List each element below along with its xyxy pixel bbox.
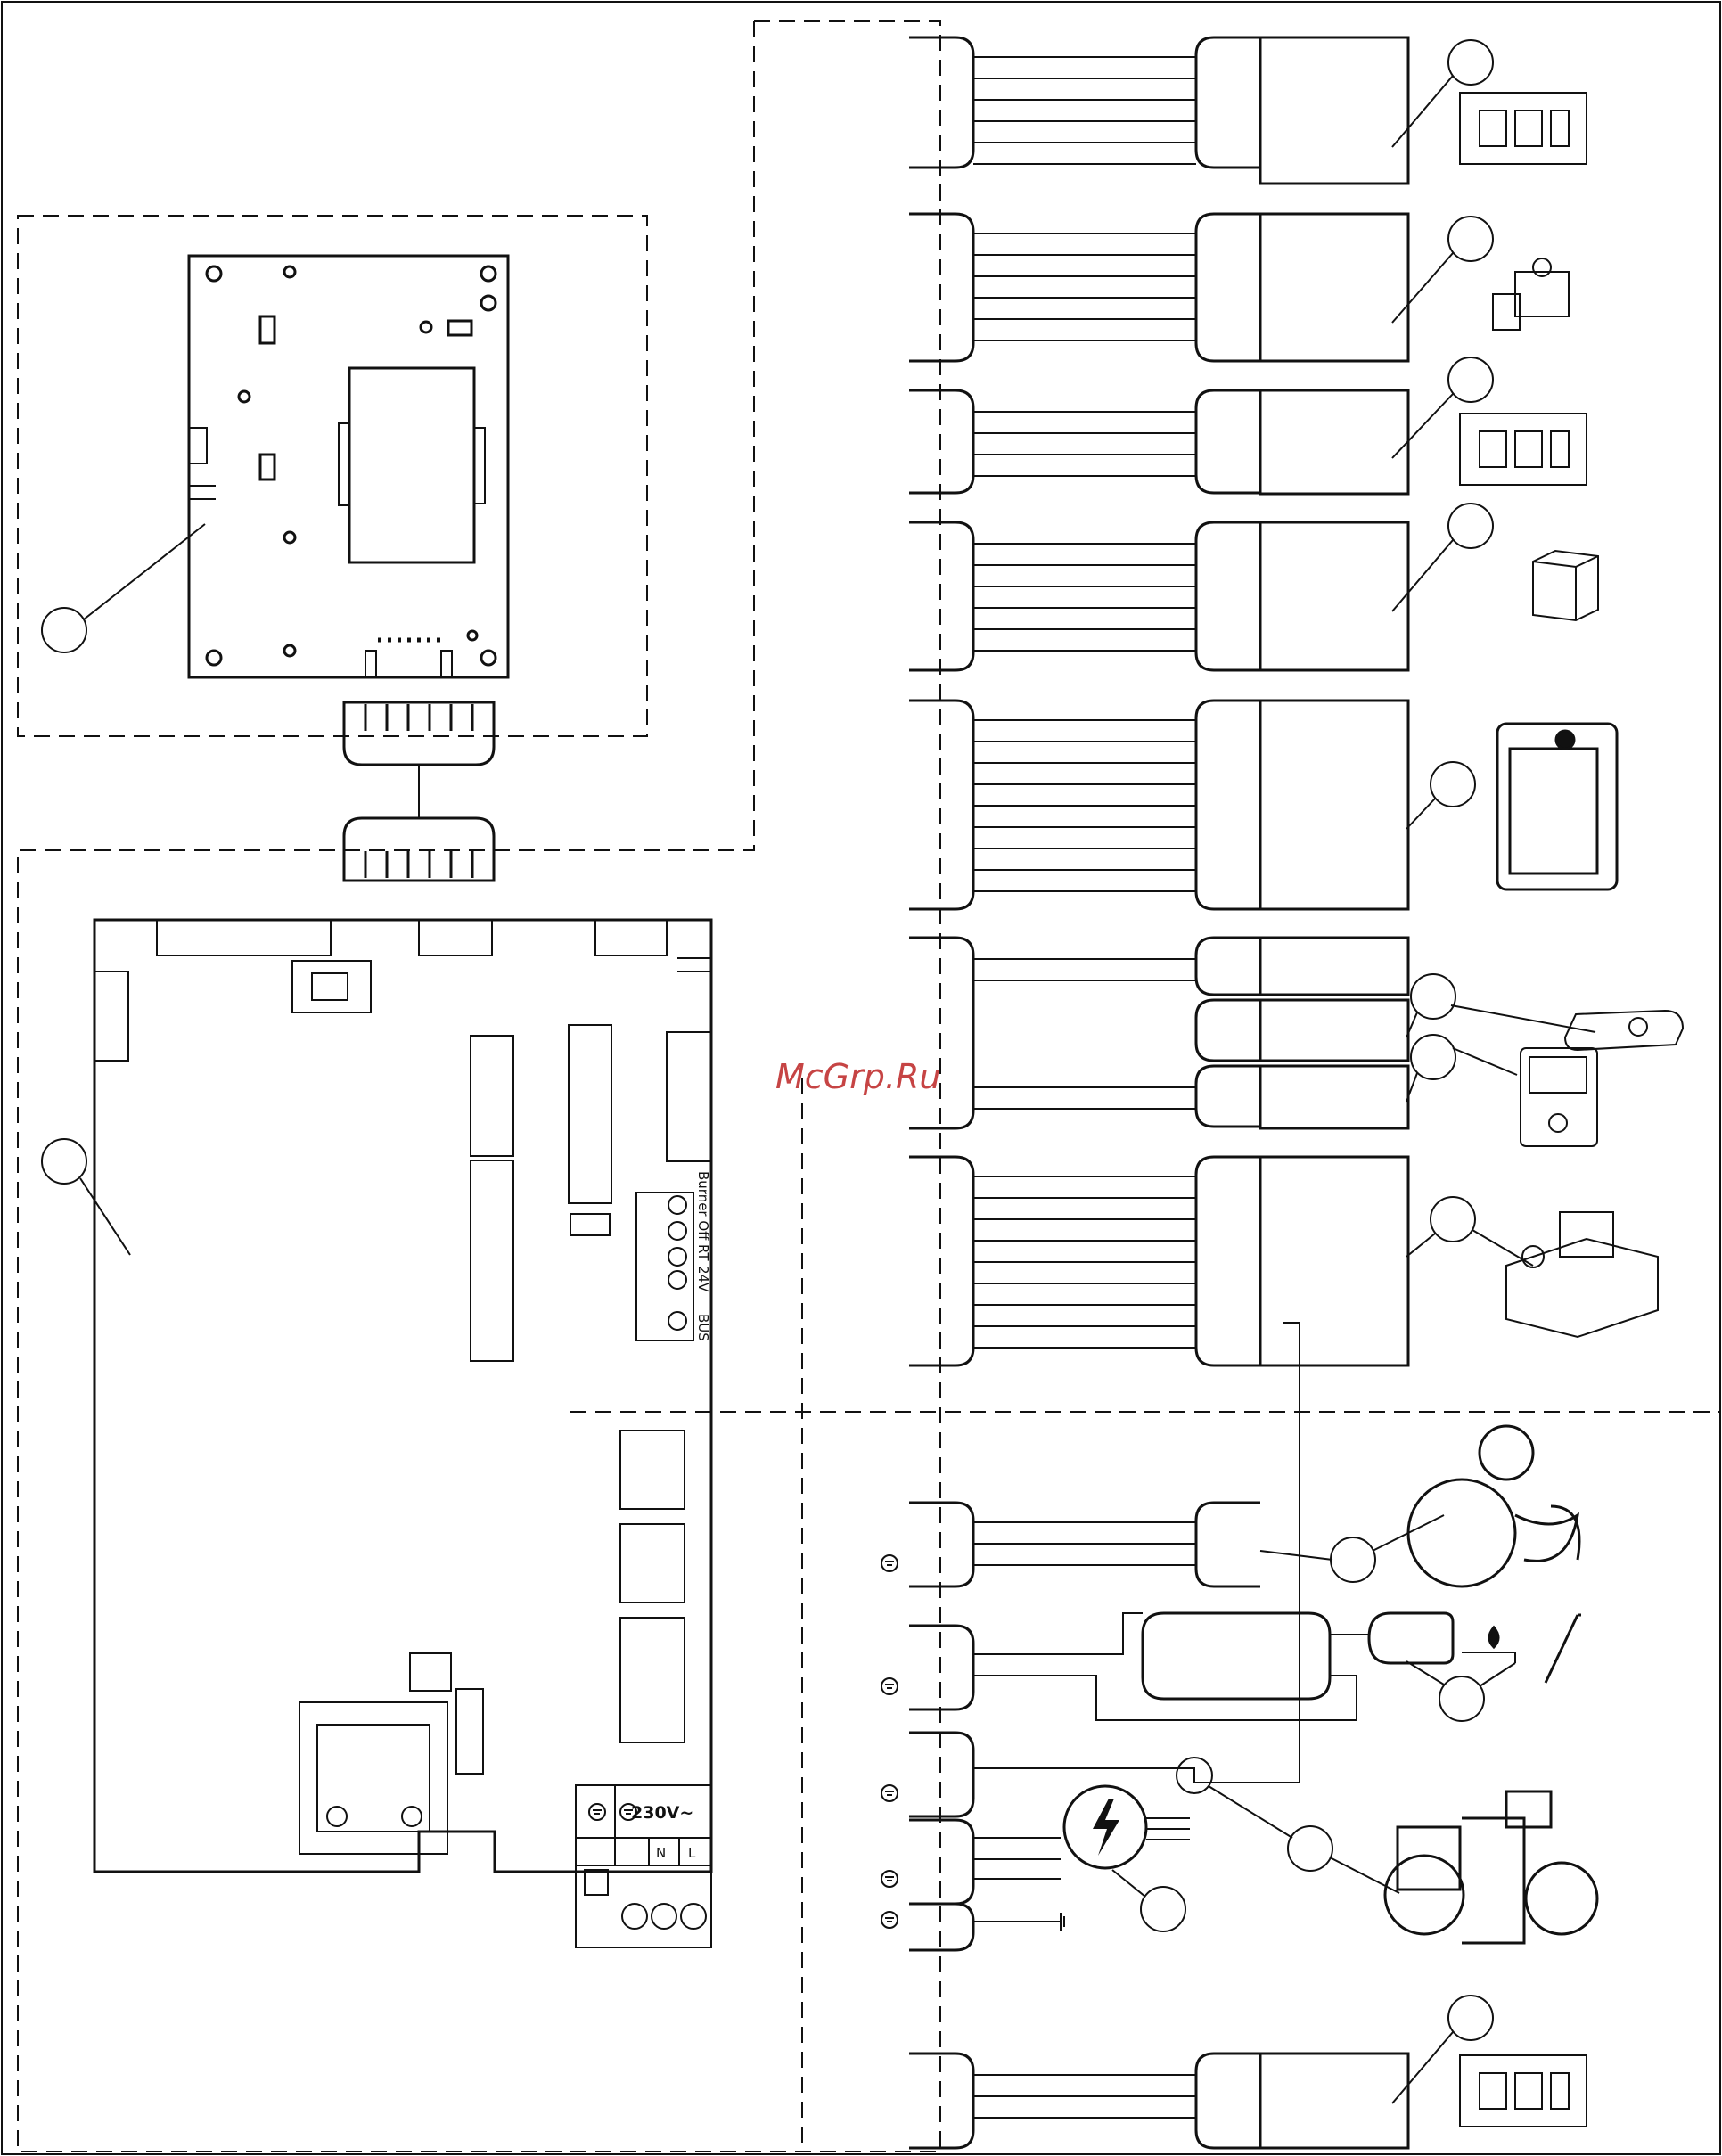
pcb-module-icon: [1459, 92, 1587, 2127]
power-harness: [909, 1784, 1190, 1952]
lightning-icon: [1093, 1799, 1119, 1856]
display-board: [187, 254, 510, 679]
power-label: 230V~: [631, 1803, 693, 1823]
terminal-label-n: N: [656, 1845, 666, 1861]
ignition-harness: [909, 1611, 1516, 1722]
terminal-label-rt: RT: [695, 1244, 711, 1261]
terminal-label-l: L: [688, 1845, 696, 1861]
display-unit-icon: [1496, 722, 1619, 891]
pump-icon: [1383, 1790, 1599, 1945]
fan-icon: [1406, 1424, 1581, 1588]
thermostat-icon: [1520, 1047, 1598, 1147]
harness-1: [909, 36, 1494, 185]
watermark: McGrp.Ru: [775, 1057, 941, 1096]
flame-icon: [1488, 1625, 1500, 1650]
terminal-label-24v: 24V: [695, 1266, 711, 1292]
ground-icon: [588, 1554, 1065, 1931]
fan-harness: [909, 1501, 1445, 1588]
electrode-icon: [1462, 1613, 1581, 1684]
pump-harness: [909, 1731, 1400, 1894]
harness-7: [909, 1155, 1534, 1783]
terminal-label-burner-off: Burner Off: [695, 1171, 711, 1241]
gas-valve-icon: [1492, 258, 1570, 331]
terminal-labels: Burner Off RT 24V BUS: [695, 1171, 711, 1341]
harness-6: [909, 936, 1596, 1130]
harness-5: [909, 699, 1476, 911]
sensor-box-icon: [1532, 549, 1599, 622]
harness-4: [909, 503, 1494, 672]
hydraulic-block-icon: [1505, 1211, 1659, 1339]
board-connector: [342, 701, 496, 882]
remote-sensor-icon: [1563, 1009, 1685, 1052]
harness-3: [909, 357, 1494, 496]
main-board: [93, 918, 713, 1948]
bottom-harness: [909, 1995, 1494, 2150]
terminal-label-bus: BUS: [695, 1314, 711, 1341]
harness-2: [909, 212, 1494, 363]
